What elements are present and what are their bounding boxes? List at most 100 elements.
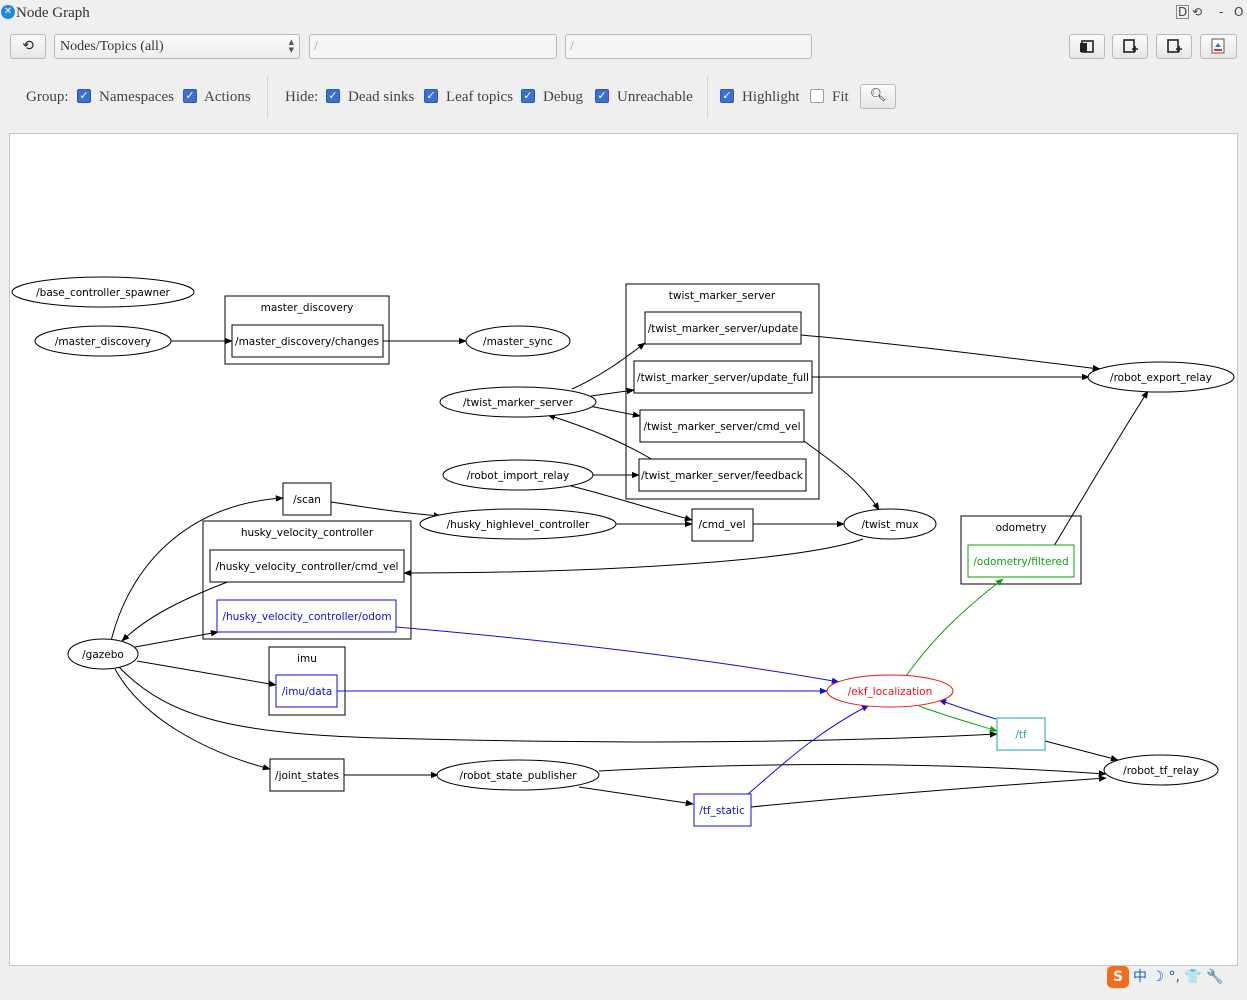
leaf-topics-label[interactable]: Leaf topics xyxy=(446,89,514,105)
namespaces-label[interactable]: Namespaces xyxy=(99,89,174,105)
namespaces-checkbox[interactable]: ✓ xyxy=(77,89,91,103)
graph-node[interactable] xyxy=(1103,754,1219,786)
graph-node-highlighted[interactable] xyxy=(826,674,954,708)
unreachable-label[interactable]: Unreachable xyxy=(617,89,693,105)
node-filter-input[interactable]: / xyxy=(309,34,557,59)
fit-checkbox[interactable] xyxy=(810,89,824,103)
unreachable-checkbox[interactable]: ✓ xyxy=(595,89,609,103)
node-label: /robot_state_publisher xyxy=(459,770,577,782)
cluster-husky-velocity-controller-label: husky_velocity_controller xyxy=(241,527,374,539)
graph-canvas[interactable]: master_discovery twist_marker_server hus… xyxy=(9,133,1238,966)
graph-topic-input[interactable] xyxy=(216,599,397,633)
cluster-twist-marker-server-label: twist_marker_server xyxy=(669,290,776,302)
help-icon[interactable]: ⟲ xyxy=(1192,5,1203,19)
node-label: /base_controller_spawner xyxy=(36,287,170,299)
graph-edge xyxy=(110,495,284,642)
graph-topic-output[interactable] xyxy=(967,544,1075,578)
zoom-fit-icon: 🔍︎ xyxy=(869,88,887,103)
topic-label: /tf xyxy=(1015,729,1027,741)
cluster-husky-velocity-controller xyxy=(202,520,412,640)
refresh-icon: ⟲ xyxy=(22,38,34,54)
topic-label: /husky_velocity_controller/odom xyxy=(222,611,391,623)
cluster-odometry xyxy=(960,515,1082,585)
fit-in-view-button[interactable]: 🔍︎ xyxy=(860,84,896,109)
refresh-button[interactable]: ⟲ xyxy=(10,34,46,59)
dock-toggle-button[interactable]: D xyxy=(1176,5,1190,19)
cluster-master-discovery-label: master_discovery xyxy=(261,302,354,314)
graph-node[interactable] xyxy=(1087,361,1235,393)
graph-node[interactable] xyxy=(465,325,571,357)
ime-halfwidth-icon[interactable]: ☽ xyxy=(1151,969,1165,985)
graph-topic[interactable] xyxy=(209,549,405,583)
highlight-label[interactable]: Highlight xyxy=(742,89,800,105)
graph-edge xyxy=(1044,740,1119,762)
save-image-button[interactable] xyxy=(1200,34,1237,59)
graph-edge xyxy=(905,578,1004,677)
debug-label[interactable]: Debug xyxy=(543,89,583,105)
graph-node[interactable] xyxy=(439,386,597,418)
group-label: Group: xyxy=(26,89,69,105)
topic-label: /twist_marker_server/update_full xyxy=(637,372,809,384)
graph-edge xyxy=(803,440,880,511)
graph-node[interactable] xyxy=(67,638,139,670)
graph-edges-green xyxy=(905,578,1004,732)
graph-edge xyxy=(330,501,442,519)
graph-type-select[interactable]: Nodes/Topics (all) ▲▼ xyxy=(54,34,300,59)
save-dot-button[interactable] xyxy=(1112,34,1148,59)
ime-settings-icon[interactable]: 🔧 xyxy=(1206,969,1224,985)
graph-edge xyxy=(590,387,635,397)
chevron-updown-icon: ▲▼ xyxy=(288,38,294,54)
ime-punctuation-icon[interactable]: °, xyxy=(1168,969,1180,985)
ime-skin-icon[interactable]: 👕 xyxy=(1184,969,1202,985)
graph-topic[interactable] xyxy=(269,758,345,792)
graph-topic[interactable] xyxy=(633,360,813,394)
graph-edge xyxy=(598,764,1107,777)
graph-node[interactable] xyxy=(442,459,594,491)
ime-logo-icon[interactable]: S xyxy=(1107,966,1129,988)
node-label: /twist_mux xyxy=(861,519,918,531)
close-button[interactable]: O xyxy=(1234,5,1244,19)
node-label: /husky_highlevel_controller xyxy=(447,519,590,531)
save-svg-button[interactable] xyxy=(1156,34,1192,59)
graph-topic[interactable] xyxy=(638,458,807,492)
graph-topic[interactable] xyxy=(231,324,384,358)
graph-topic[interactable] xyxy=(691,508,754,542)
graph-node[interactable] xyxy=(436,759,600,791)
actions-checkbox[interactable]: ✓ xyxy=(183,89,197,103)
graph-topic-bidirectional[interactable] xyxy=(996,717,1046,751)
graph-edge xyxy=(121,580,231,642)
cluster-odometry-label: odometry xyxy=(996,522,1047,534)
save-dot-icon xyxy=(1123,39,1138,53)
graph-edge xyxy=(938,699,997,720)
node-label: /robot_import_relay xyxy=(467,470,570,482)
graph-topic-input[interactable] xyxy=(693,793,752,827)
graph-node[interactable] xyxy=(11,276,195,308)
topic-label: /joint_states xyxy=(275,770,339,782)
load-dot-button[interactable] xyxy=(1069,34,1105,59)
graph-topic[interactable] xyxy=(282,482,332,516)
graph-node[interactable] xyxy=(34,325,172,357)
topic-label: /twist_marker_server/feedback xyxy=(641,470,804,482)
topic-label: /imu/data xyxy=(282,686,333,698)
minimize-button[interactable]: - xyxy=(1219,5,1224,19)
leaf-topics-checkbox[interactable]: ✓ xyxy=(424,89,438,103)
dead-sinks-checkbox[interactable]: ✓ xyxy=(326,89,340,103)
fit-label[interactable]: Fit xyxy=(832,89,849,105)
topic-label: /twist_marker_server/update xyxy=(648,323,798,335)
node-label: /gazebo xyxy=(82,649,124,661)
save-image-icon xyxy=(1211,38,1225,54)
graph-topic[interactable] xyxy=(644,311,802,345)
dead-sinks-label[interactable]: Dead sinks xyxy=(348,89,415,105)
graph-topic[interactable] xyxy=(639,409,805,443)
highlight-checkbox[interactable]: ✓ xyxy=(720,89,734,103)
graph-node[interactable] xyxy=(419,508,617,540)
graph-edge xyxy=(136,660,277,687)
topic-filter-input[interactable]: / xyxy=(565,34,812,59)
ime-chinese-mode-icon[interactable]: 中 xyxy=(1133,969,1147,985)
graph-topic-input[interactable] xyxy=(275,674,338,708)
actions-label[interactable]: Actions xyxy=(204,89,251,105)
debug-checkbox[interactable]: ✓ xyxy=(521,89,535,103)
cluster-master-discovery xyxy=(224,295,390,365)
graph-node[interactable] xyxy=(843,508,937,540)
